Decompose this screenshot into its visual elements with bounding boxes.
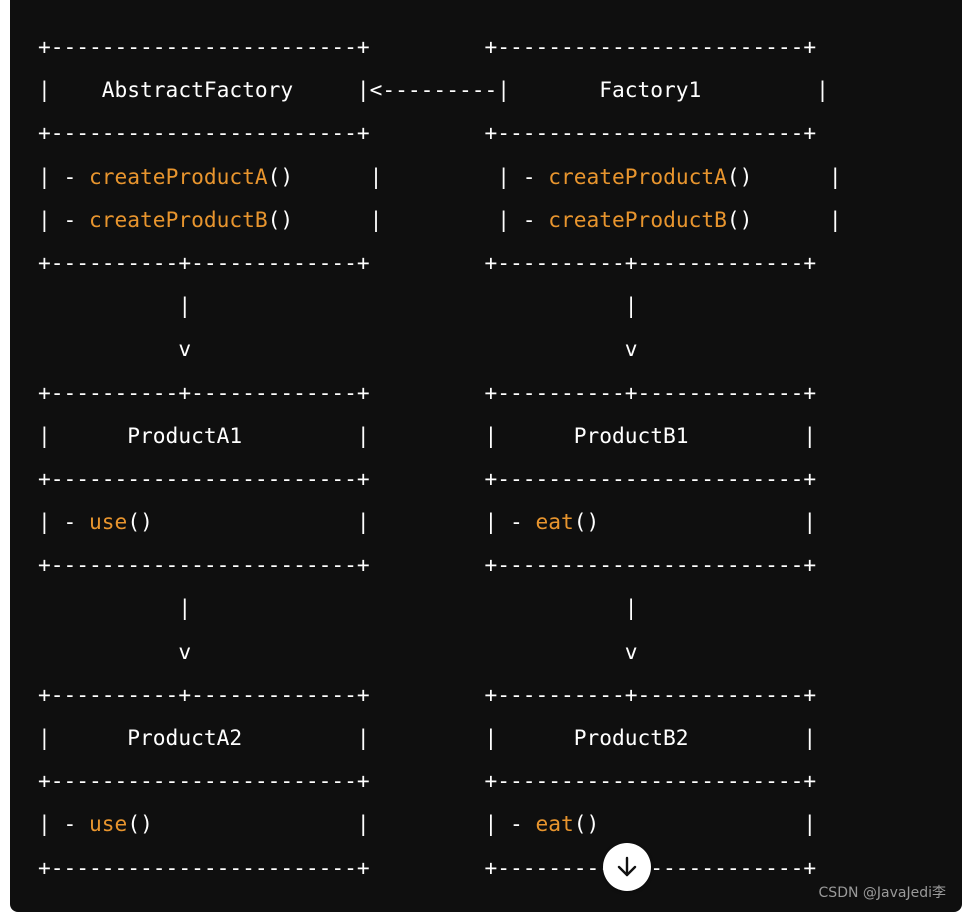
code-text: +------------------------+ +------------… [38,552,817,578]
code-line: +----------+-------------+ +----------+-… [38,673,842,716]
code-line: | - createProductB() | | - createProduct… [38,198,842,241]
code-line: +----------+-------------+ +----------+-… [38,371,842,414]
code-line: | ProductA1 | | ProductB1 | [38,414,842,457]
code-line: | | [38,284,842,327]
code-text: +------------------------+ +------------… [38,854,817,880]
code-text: +----------+-------------+ +----------+-… [38,681,817,707]
code-text: v v [38,638,638,664]
code-text: +----------+-------------+ +----------+-… [38,379,817,405]
code-block: +------------------------+ +------------… [10,0,962,912]
function-name: eat [535,811,574,837]
function-name: createProductB [548,206,727,232]
code-line: | - createProductA() | | - createProduct… [38,155,842,198]
code-text: | - [38,206,90,232]
code-text: | - [38,811,90,837]
code-line: +----------+-------------+ +----------+-… [38,241,842,284]
code-text: () | [726,163,842,189]
function-name: createProductA [89,163,268,189]
function-name: use [89,811,128,837]
code-line: | - use() | | - eat() | [38,500,842,543]
code-text: () | [573,811,817,837]
code-line: | ProductA2 | | ProductB2 | [38,716,842,759]
code-line: v v [38,630,842,673]
code-line: +------------------------+ +------------… [38,543,842,586]
code-line: v v [38,327,842,370]
code-text: | ProductA1 | | ProductB1 | [38,422,817,448]
function-name: use [89,509,128,535]
code-text: +------------------------+ +------------… [38,120,817,146]
watermark: CSDN @JavaJedi李 [818,885,946,901]
code-line: +------------------------+ +------------… [38,846,842,889]
code-line: | AbstractFactory |<---------| Factory1 … [38,68,842,111]
code-line: +------------------------+ +------------… [38,759,842,802]
code-text: | | [38,595,638,621]
function-name: createProductB [89,206,268,232]
code-text: v v [38,336,638,362]
code-text: () | [573,509,817,535]
code-text: +------------------------+ +------------… [38,768,817,794]
scroll-down-button[interactable] [603,843,651,891]
code-line: +------------------------+ +------------… [38,25,842,68]
code-text: | - [38,163,90,189]
code-line: | - use() | | - eat() | [38,802,842,845]
code-text: | AbstractFactory |<---------| Factory1 … [38,77,829,103]
code-content: +------------------------+ +------------… [38,25,842,889]
code-text: | ProductA2 | | ProductB2 | [38,725,817,750]
code-line: +------------------------+ +------------… [38,111,842,154]
code-text: () | | - [267,206,549,232]
code-text: | | [38,293,638,319]
code-text: () | | - [127,509,536,535]
code-line: +------------------------+ +------------… [38,457,842,500]
code-text: +----------+-------------+ +----------+-… [38,249,817,275]
code-text: | - [38,509,90,535]
code-line: | | [38,586,842,629]
code-text: () | | - [127,811,536,837]
function-name: createProductA [548,163,727,189]
function-name: eat [535,509,574,535]
code-text: +------------------------+ +------------… [38,465,817,491]
code-text: () | | - [267,163,549,189]
code-text: () | [726,206,842,232]
arrow-down-icon [617,856,637,877]
code-text: +------------------------+ +------------… [38,34,817,59]
